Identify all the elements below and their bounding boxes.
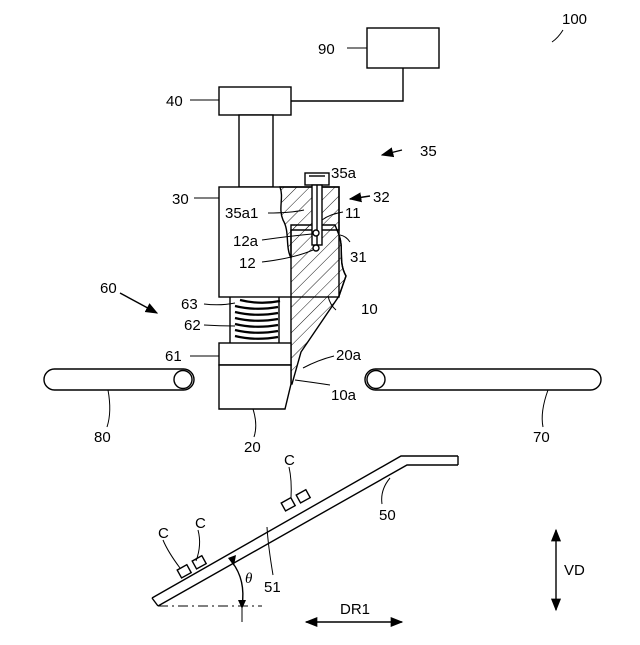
label-90: 90 bbox=[318, 41, 335, 58]
arrow-60 bbox=[120, 293, 157, 313]
label-dr1: DR1 bbox=[340, 601, 370, 618]
label-35a1: 35a1 bbox=[225, 205, 258, 222]
label-100: 100 bbox=[562, 11, 587, 28]
bolt-head bbox=[305, 173, 329, 185]
conveyor-70 bbox=[365, 369, 601, 390]
label-20: 20 bbox=[244, 439, 261, 456]
spring bbox=[235, 300, 280, 339]
label-12a: 12a bbox=[233, 233, 259, 250]
label-c-left-1: C bbox=[158, 525, 169, 542]
label-50: 50 bbox=[379, 507, 396, 524]
actuator-rod bbox=[239, 115, 273, 187]
label-60: 60 bbox=[100, 280, 117, 297]
label-63: 63 bbox=[181, 296, 198, 313]
theta-arrow-bottom bbox=[238, 600, 246, 609]
label-10: 10 bbox=[361, 301, 378, 318]
chute-bottom-line bbox=[158, 465, 458, 606]
label-30: 30 bbox=[172, 191, 189, 208]
label-theta: θ bbox=[245, 571, 253, 587]
label-vd: VD bbox=[564, 562, 585, 579]
label-35a: 35a bbox=[331, 165, 357, 182]
receiving-base bbox=[219, 365, 291, 409]
label-10a: 10a bbox=[331, 387, 357, 404]
label-70: 70 bbox=[533, 429, 550, 446]
label-80: 80 bbox=[94, 429, 111, 446]
conveyor-80 bbox=[44, 369, 194, 390]
label-31: 31 bbox=[350, 249, 367, 266]
label-12: 12 bbox=[239, 255, 256, 272]
presser-block bbox=[219, 343, 291, 365]
label-20a: 20a bbox=[336, 347, 362, 364]
label-35: 35 bbox=[420, 143, 437, 160]
label-c-right: C bbox=[284, 452, 295, 469]
label-61: 61 bbox=[165, 348, 182, 365]
label-11: 11 bbox=[345, 205, 361, 222]
label-62: 62 bbox=[184, 317, 201, 334]
label-32: 32 bbox=[373, 189, 390, 206]
theta-arc bbox=[232, 562, 243, 606]
chip-right bbox=[281, 490, 310, 511]
label-c-left-2: C bbox=[195, 515, 206, 532]
actuator-box bbox=[219, 87, 291, 115]
arrow-32 bbox=[350, 196, 370, 199]
arrow-35 bbox=[382, 150, 402, 155]
label-51: 51 bbox=[264, 579, 281, 596]
control-wire bbox=[291, 68, 403, 101]
controller-box bbox=[367, 28, 439, 68]
label-40: 40 bbox=[166, 93, 183, 110]
